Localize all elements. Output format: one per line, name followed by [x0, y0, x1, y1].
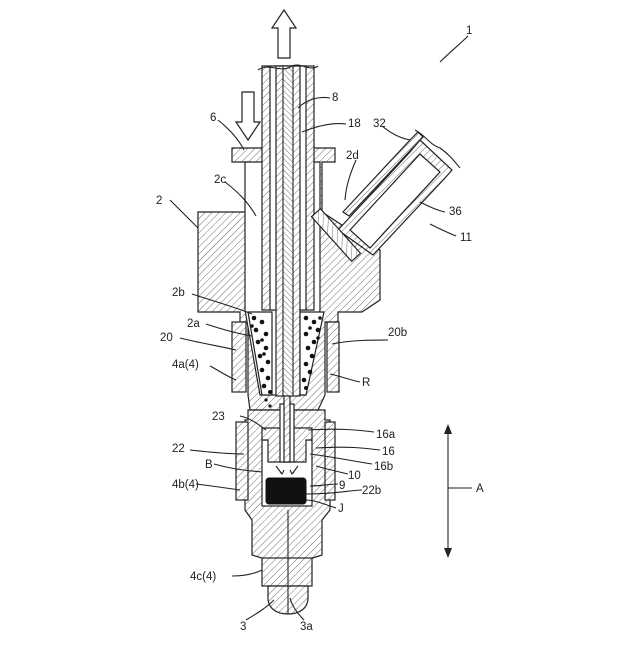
up-arrow-icon — [272, 10, 296, 58]
label-J: J — [338, 503, 344, 515]
label-11: 11 — [460, 232, 472, 244]
label-22b: 22b — [362, 485, 381, 497]
label-1: 1 — [466, 25, 472, 37]
label-18: 18 — [348, 118, 361, 130]
label-R: R — [362, 377, 370, 389]
label-3: 3 — [240, 621, 246, 633]
label-2a: 2a — [187, 318, 200, 330]
label-36: 36 — [449, 206, 462, 218]
label-2b: 2b — [172, 287, 185, 299]
down-arrow-icon — [236, 92, 260, 140]
label-2: 2 — [156, 195, 162, 207]
label-10: 10 — [348, 470, 361, 482]
arrow-up-head-icon — [444, 424, 452, 434]
label-B: B — [205, 459, 213, 471]
arrow-down-head-icon — [444, 548, 452, 558]
sleeve-4c — [262, 558, 312, 586]
label-23: 23 — [212, 411, 225, 423]
inner-core — [283, 66, 293, 396]
label-9: 9 — [339, 480, 345, 492]
label-4a: 4a(4) — [172, 359, 199, 371]
label-8: 8 — [332, 92, 338, 104]
nozzle-pin — [284, 396, 290, 462]
sleeve-4b-right — [325, 422, 335, 500]
label-2d: 2d — [346, 150, 359, 162]
block-22b — [266, 478, 306, 504]
label-3a: 3a — [300, 621, 313, 633]
label-20b: 20b — [388, 327, 407, 339]
sleeve-4a-right — [327, 322, 339, 392]
label-A: A — [476, 483, 484, 495]
label-32: 32 — [373, 118, 386, 130]
label-16: 16 — [382, 446, 395, 458]
label-6: 6 — [210, 112, 216, 124]
sleeve-4b — [236, 422, 248, 500]
label-20: 20 — [160, 332, 173, 344]
label-4b: 4b(4) — [172, 479, 199, 491]
label-16a: 16a — [376, 429, 396, 441]
label-4c: 4c(4) — [190, 571, 216, 583]
label-2c: 2c — [214, 174, 226, 186]
label-22: 22 — [172, 443, 185, 455]
label-16b: 16b — [374, 461, 393, 473]
